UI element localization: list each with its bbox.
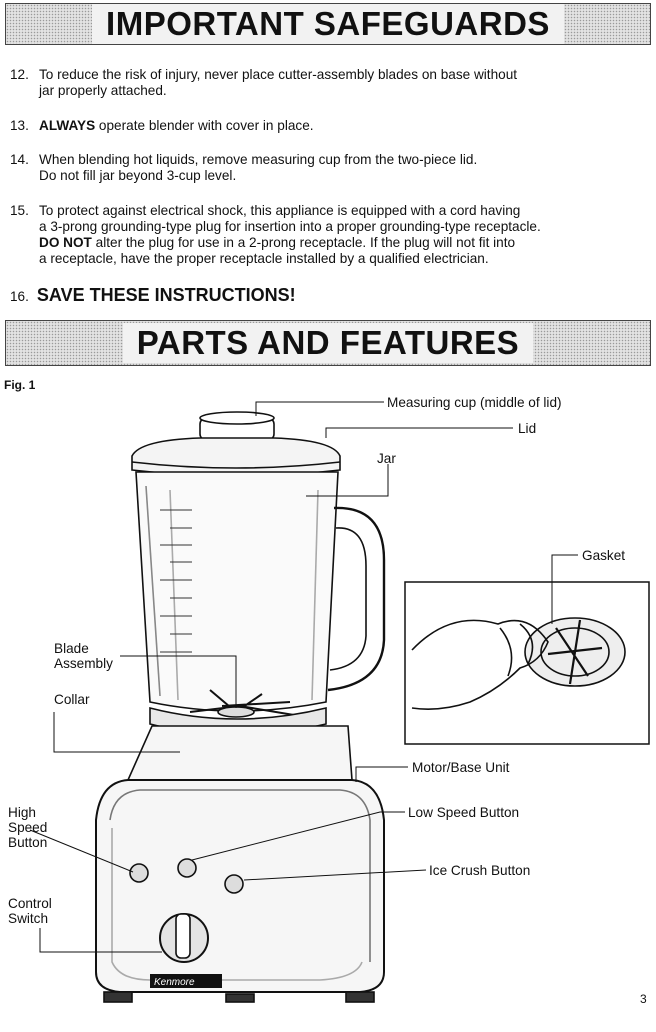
base-foot [345,991,375,1003]
control-switch-label: Control Switch [8,896,52,926]
jar-shape [135,471,339,712]
safeguards-banner: IMPORTANT SAFEGUARDS [5,3,651,45]
lid-label: Lid [518,421,537,436]
item-number: 15. [10,203,29,218]
gasket-label: Gasket [582,548,626,563]
label-line: Control [8,896,52,911]
parts-banner: PARTS AND FEATURES [5,320,651,366]
item-line: jar properly attached. [39,83,167,98]
low-speed-button-shape [177,858,197,878]
item-line: Do not fill jar beyond 3-cup level. [39,168,237,183]
lid-shape [131,437,341,477]
save-text: SAVE THESE INSTRUCTIONS! [36,285,296,305]
parts-title: PARTS AND FEATURES [122,323,534,363]
jar-label: Jar [377,451,396,466]
high-speed-button-shape [129,863,149,883]
item-line: operate blender with cover in place. [95,118,314,133]
item-number: 12. [10,67,29,82]
emphasis-text: ALWAYS [39,118,96,133]
measuring-cup-label: Measuring cup (middle of lid) [387,395,562,410]
label-line: Blade [54,641,89,656]
low-speed-label: Low Speed Button [408,805,520,820]
collar-label: Collar [54,692,90,707]
label-line: High [8,805,36,820]
jar-handle [327,506,386,692]
item-line: a 3-prong grounding-type plug for insert… [39,219,541,234]
item-line: When blending hot liquids, remove measur… [39,152,478,167]
ice-crush-label: Ice Crush Button [429,863,531,878]
label-line: Assembly [54,656,113,671]
item-number: 14. [10,152,29,167]
emphasis-text: DO NOT [39,235,92,250]
save-instructions: 16. SAVE THESE INSTRUCTIONS! [10,285,296,306]
figure-label: Fig. 1 [4,378,36,392]
motor-base-label: Motor/Base Unit [412,760,510,775]
motor-base-shape [126,725,353,781]
item-line: To reduce the risk of injury, never plac… [39,67,518,82]
label-line: Button [8,835,48,850]
brand-name: Kenmore [154,977,195,988]
item-number: 13. [10,118,29,133]
page-number: 3 [640,992,647,1006]
high-speed-label: High Speed Button [8,805,47,850]
item-number: 16. [10,289,29,304]
item-line: alter the plug for use in a 2-prong rece… [91,235,516,250]
hand-sketch [411,619,549,710]
ice-crush-button-shape [224,874,244,894]
item-line: To protect against electrical shock, thi… [39,203,521,218]
base-foot [103,991,133,1003]
blade-assembly-label: Blade Assembly [54,641,113,671]
base-foot [225,993,255,1003]
item-line: a receptacle, have the proper receptacle… [39,251,489,266]
safeguards-title: IMPORTANT SAFEGUARDS [92,4,564,44]
label-line: Switch [8,911,49,926]
brand-plate [150,974,222,988]
label-line: Speed [8,820,48,835]
